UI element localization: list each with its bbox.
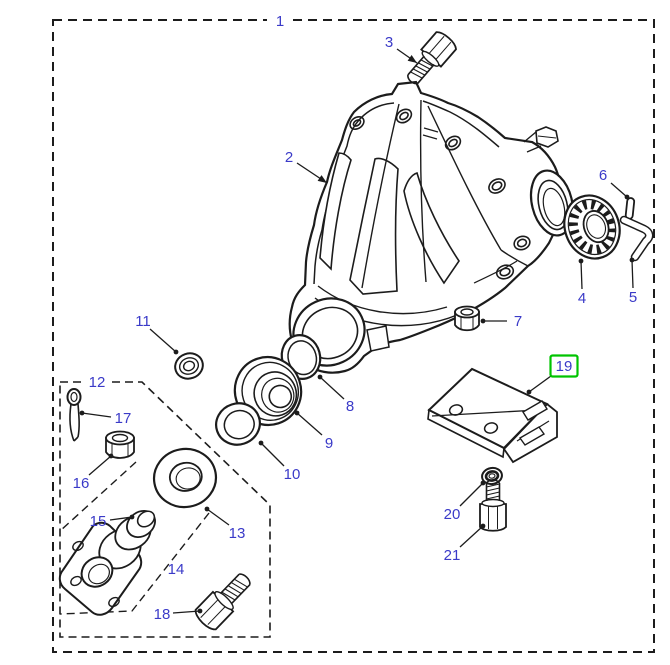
leader-line-19 xyxy=(528,375,552,393)
callout-2[interactable]: 2 xyxy=(285,149,293,166)
callout-6[interactable]: 6 xyxy=(599,167,607,184)
callout-7[interactable]: 7 xyxy=(514,313,522,330)
leader-dot-11 xyxy=(173,349,179,355)
subassembly-box xyxy=(59,381,271,638)
part-4-bearing xyxy=(563,194,621,260)
leader-line-15 xyxy=(109,516,133,521)
callout-4[interactable]: 4 xyxy=(578,290,586,307)
callout-label-bg-1 xyxy=(267,12,293,30)
part-label-3[interactable]: 3 xyxy=(385,34,393,51)
callout-16[interactable]: 16 xyxy=(73,475,90,492)
part-label-5[interactable]: 5 xyxy=(629,289,637,306)
part-label-21[interactable]: 21 xyxy=(444,547,461,564)
part-label-14[interactable]: 14 xyxy=(168,561,185,578)
callout-9[interactable]: 9 xyxy=(325,435,333,452)
leader-line-17 xyxy=(81,412,112,418)
part-11-washer xyxy=(174,352,204,380)
leader-line-9 xyxy=(296,412,323,436)
leader-line-8 xyxy=(319,376,345,400)
part-label-10[interactable]: 10 xyxy=(284,466,301,483)
leader-dot-8 xyxy=(317,374,323,380)
part-3-bolt xyxy=(407,31,457,85)
part-19-bracket xyxy=(427,367,558,464)
leader-arrow-2 xyxy=(317,175,327,183)
callout-20[interactable]: 20 xyxy=(444,506,461,523)
leader-line-5 xyxy=(631,259,634,289)
callout-19[interactable]: 19 xyxy=(549,354,579,378)
leader-line-6 xyxy=(610,182,628,198)
callout-17[interactable]: 17 xyxy=(115,410,132,427)
callout-15[interactable]: 15 xyxy=(90,513,107,530)
leader-line-4 xyxy=(580,260,583,290)
leader-arrow-3 xyxy=(407,55,417,63)
leader-line-16 xyxy=(88,455,112,476)
part-label-6[interactable]: 6 xyxy=(599,167,607,184)
leader-dot-5 xyxy=(629,257,635,263)
part-15-drive-flange xyxy=(58,509,156,616)
leader-dot-18 xyxy=(197,608,203,614)
part-label-18[interactable]: 18 xyxy=(154,606,171,623)
callout-13[interactable]: 13 xyxy=(229,525,246,542)
leader-dot-13 xyxy=(204,506,210,512)
callout-3[interactable]: 3 xyxy=(385,34,393,51)
leader-dot-20 xyxy=(480,480,486,486)
callout-label-bg-12 xyxy=(84,373,110,391)
part-6-pin xyxy=(624,197,636,220)
part-18-bolt xyxy=(194,573,251,631)
leader-dot-15 xyxy=(129,514,135,520)
leader-dot-16 xyxy=(108,453,114,459)
leader-line-18 xyxy=(172,610,201,614)
part-2-differential-housing xyxy=(288,80,575,374)
callout-10[interactable]: 10 xyxy=(284,466,301,483)
part-10-ring xyxy=(215,402,261,446)
part-17-split-pin xyxy=(66,388,82,442)
leader-dot-7 xyxy=(480,318,486,324)
part-13-spacer xyxy=(152,447,218,509)
leader-dot-4 xyxy=(578,258,584,264)
leader-dot-9 xyxy=(294,410,300,416)
part-label-7[interactable]: 7 xyxy=(514,313,522,330)
part-label-1[interactable]: 1 xyxy=(276,13,284,30)
callout-14[interactable]: 14 xyxy=(168,561,185,578)
leader-dot-10 xyxy=(258,440,264,446)
callout-8[interactable]: 8 xyxy=(346,398,354,415)
callout-1[interactable]: 1 xyxy=(267,12,293,31)
assembly-boundary-box xyxy=(52,19,655,653)
callout-12[interactable]: 12 xyxy=(84,373,110,392)
part-16-nut xyxy=(105,430,135,459)
part-label-20[interactable]: 20 xyxy=(444,506,461,523)
part-7-nut xyxy=(454,305,480,332)
callout-21[interactable]: 21 xyxy=(444,547,461,564)
part-label-4[interactable]: 4 xyxy=(578,290,586,307)
callout-5[interactable]: 5 xyxy=(629,289,637,306)
part-label-11[interactable]: 11 xyxy=(135,313,151,330)
leader-line-10 xyxy=(260,442,285,467)
part-label-19[interactable]: 19 xyxy=(556,358,573,375)
leader-line-13 xyxy=(206,508,230,526)
leader-dot-17 xyxy=(79,410,85,416)
highlight-box xyxy=(549,354,579,378)
leader-dot-19 xyxy=(526,389,532,395)
leader-line-20 xyxy=(459,482,484,507)
callout-11[interactable]: 11 xyxy=(135,313,151,330)
part-label-13[interactable]: 13 xyxy=(229,525,246,542)
leader-dot-6 xyxy=(624,194,630,200)
part-label-2[interactable]: 2 xyxy=(285,149,293,166)
leader-line-11 xyxy=(149,328,177,353)
part-label-8[interactable]: 8 xyxy=(346,398,354,415)
part-21-bolt xyxy=(479,479,507,532)
part-label-15[interactable]: 15 xyxy=(90,513,107,530)
leader-dot-21 xyxy=(480,523,486,529)
part-label-9[interactable]: 9 xyxy=(325,435,333,452)
leader-line-21 xyxy=(459,525,484,548)
part-label-17[interactable]: 17 xyxy=(115,410,132,427)
callout-18[interactable]: 18 xyxy=(154,606,171,623)
subassembly-band xyxy=(59,461,210,615)
part-label-16[interactable]: 16 xyxy=(73,475,90,492)
part-5-bent-pin xyxy=(619,215,654,262)
part-label-12[interactable]: 12 xyxy=(89,374,106,391)
